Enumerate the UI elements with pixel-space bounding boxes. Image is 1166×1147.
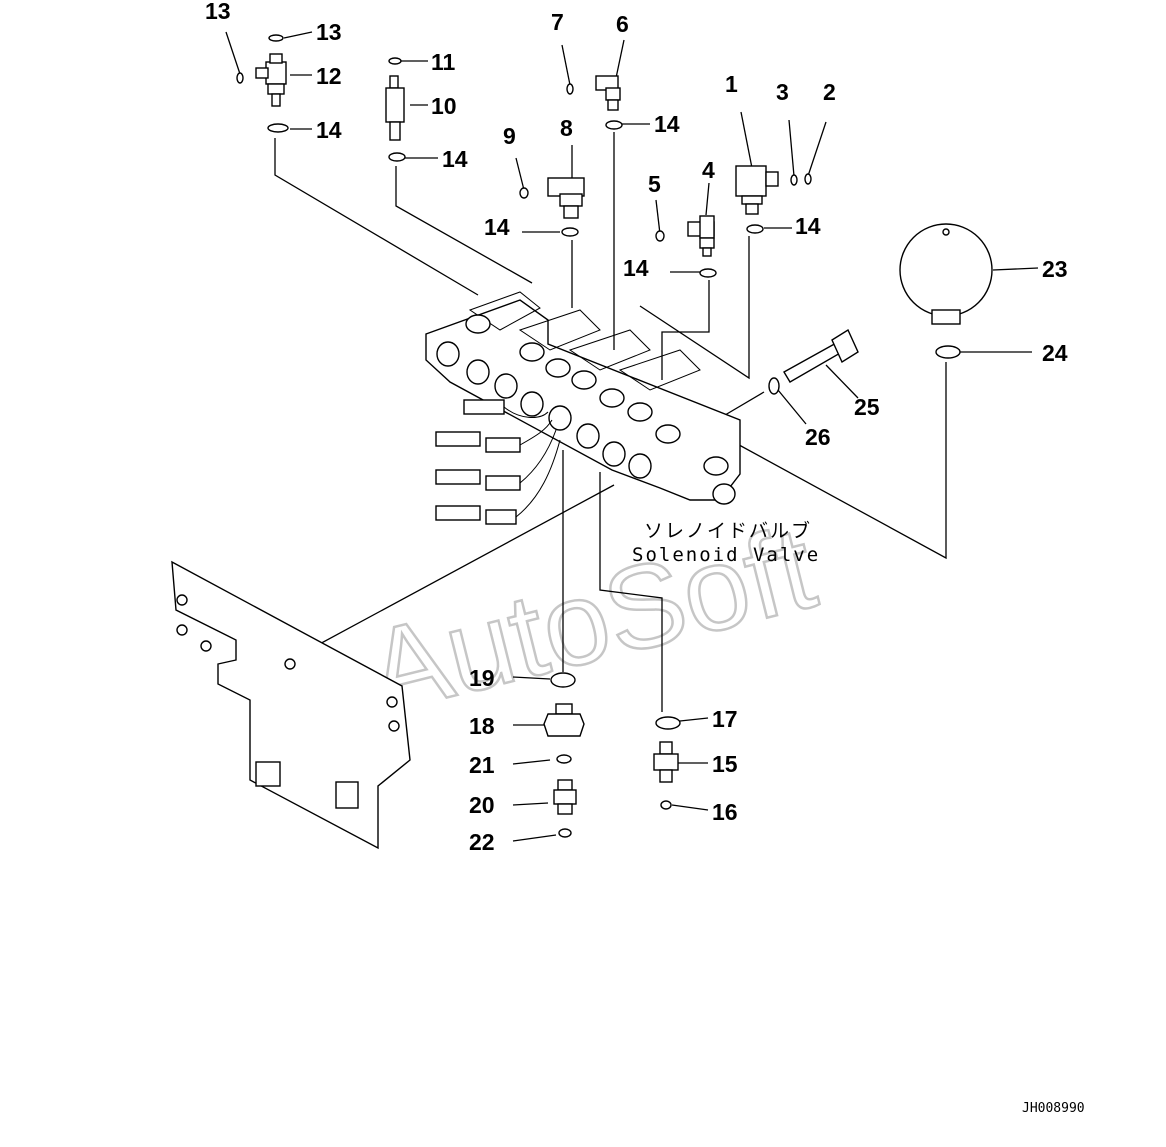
callout-11: 11	[431, 49, 456, 75]
callout-12: 12	[316, 63, 342, 89]
callout-17: 17	[712, 706, 738, 732]
callout-26: 26	[805, 424, 831, 450]
callout-4: 4	[702, 157, 715, 183]
seal-ring	[655, 230, 665, 242]
seal-ring	[566, 83, 574, 95]
callout-18: 18	[469, 713, 495, 739]
fittings	[255, 53, 993, 815]
callout-14: 14	[316, 117, 342, 143]
o-ring	[556, 754, 572, 764]
o-ring	[268, 34, 284, 42]
callout-20: 20	[469, 792, 495, 818]
callout-9: 9	[503, 123, 516, 149]
callout-2: 2	[823, 79, 836, 105]
callout-8: 8	[560, 115, 573, 141]
callout-14: 14	[795, 213, 821, 239]
check-valve	[385, 75, 405, 141]
o-ring	[605, 120, 623, 130]
seal-ring	[804, 173, 812, 185]
seal-ring	[790, 174, 798, 186]
adapter-fitting	[553, 779, 577, 815]
callout-21: 21	[469, 752, 495, 778]
elbow-fitting	[687, 215, 715, 257]
o-ring	[699, 268, 717, 278]
seal-ring	[236, 72, 244, 84]
o-ring	[558, 828, 572, 838]
callout-23: 23	[1042, 256, 1068, 282]
nipple-fitting	[653, 741, 679, 783]
callout-14: 14	[623, 255, 649, 281]
o-ring	[267, 123, 289, 133]
o-ring	[388, 152, 406, 162]
callout-14: 14	[442, 146, 468, 172]
callout-16: 16	[712, 799, 738, 825]
callout-3: 3	[776, 79, 789, 105]
callout-13: 13	[316, 19, 342, 45]
callout-1: 1	[725, 71, 738, 97]
o-ring	[561, 227, 579, 237]
o-ring	[746, 224, 764, 234]
wiring-connectors	[435, 399, 561, 525]
callout-22: 22	[469, 829, 495, 855]
drawing-code: JH008990	[1022, 1101, 1085, 1116]
solenoid-valve-body	[425, 291, 741, 505]
o-ring	[550, 672, 576, 688]
component-label-jp: ソレノイドバルブ	[644, 519, 812, 542]
o-ring	[935, 345, 961, 359]
callout-19: 19	[469, 665, 495, 691]
callout-5: 5	[648, 171, 661, 197]
callout-10: 10	[431, 93, 457, 119]
callout-13: 13	[205, 0, 231, 24]
callout-15: 15	[712, 751, 738, 777]
elbow-fitting	[595, 75, 621, 111]
hex-plug	[543, 703, 585, 737]
seal-ring	[519, 187, 529, 199]
o-ring	[388, 57, 402, 65]
callout-6: 6	[616, 11, 629, 37]
elbow-fitting	[547, 177, 585, 219]
washer	[768, 377, 780, 395]
callout-14: 14	[654, 111, 680, 137]
tee-fitting	[255, 53, 287, 107]
leader-lines	[225, 31, 1039, 842]
component-label-en: Solenoid Valve	[632, 544, 820, 566]
o-ring	[660, 800, 672, 810]
accumulator	[899, 223, 993, 325]
callout-numbers: 13 13 12 14 11 10 14 7 6 14 9 8 14 5 4 1…	[205, 0, 1068, 855]
bolt	[783, 328, 859, 383]
callout-25: 25	[854, 394, 880, 420]
mounting-bracket	[171, 560, 411, 850]
callout-24: 24	[1042, 340, 1068, 366]
o-ring	[655, 716, 681, 730]
callout-7: 7	[551, 9, 564, 35]
callout-14: 14	[484, 214, 510, 240]
elbow-fitting	[735, 165, 779, 215]
small-parts	[236, 34, 961, 838]
